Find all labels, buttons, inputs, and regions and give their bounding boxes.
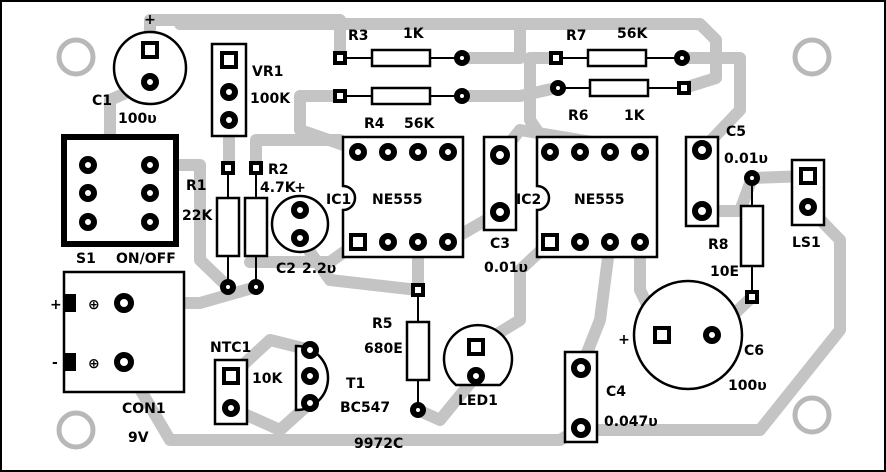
resistor-r8: R8 10E [708,170,765,304]
transistor-t1: T1 BC547 [294,341,390,416]
capacitor-c2: + C2 2.2υ [270,180,336,277]
ref-label: CON1 [122,401,166,417]
thermistor-ntc1: NTC1 10K [210,340,283,426]
resistor-r5: R5 680E [364,283,431,418]
ref-label: R7 [566,28,587,44]
ref-label: R3 [348,28,369,44]
resistor-r6: R6 1K [550,78,691,124]
mounting-hole [792,37,832,77]
value-label: 22K [182,208,213,224]
resistor-r4: R4 56K [333,86,470,132]
terminal-symbol: ⊕ [88,297,100,313]
value-label: 0.01υ [484,260,528,276]
mounting-holes [56,37,832,450]
ref-label: T1 [346,376,365,392]
ref-label: C3 [490,236,510,252]
resistor-r7: R7 56K [549,26,690,68]
mounting-hole [792,395,832,435]
speaker-connector-ls1: LS1 [790,158,826,251]
mounting-hole [56,37,96,77]
value-label: 10E [710,264,739,280]
resistor-r2: R2 4.7K [243,161,297,295]
value-label: 100υ [118,111,157,127]
value-label: 2.2υ [302,261,336,277]
ref-label: S1 [76,251,96,267]
value-label: 1K [624,108,646,124]
ref-label: R4 [364,116,385,132]
ref-label: R5 [372,316,393,332]
value-label: 680E [364,341,403,357]
capacitor-c4: C4 0.047υ [563,350,658,444]
ref-label: IC1 [326,192,351,208]
value-label: 0.01υ [724,151,768,167]
ref-label: NTC1 [210,340,251,356]
capacitor-c3: C3 0.01υ [482,135,528,276]
preset-vr1: VR1 100K [210,42,291,138]
value-label: 56K [617,26,648,42]
board-id-label: 9972C [354,436,403,452]
polarity-mark: + [618,332,630,348]
resistor-r1: R1 22K [182,161,241,295]
value-label: ON/OFF [116,251,176,267]
value-label: 100K [250,91,291,107]
ref-label: R8 [708,237,729,253]
value-label: 10K [252,371,283,387]
ref-label: C6 [744,343,764,359]
minus-label: - [52,355,58,371]
ic-ic2: IC2 NE555 [516,135,659,259]
value-label: 4.7K [260,180,297,196]
connector-con1: ⊕ ⊕ + - CON1 9V [50,270,186,446]
ref-label: C5 [726,124,746,140]
polarity-mark: + [144,12,156,28]
led-led1: LED1 [442,323,514,409]
capacitor-c1: + C1 100υ [92,12,188,127]
ref-label: R2 [268,162,289,178]
value-label: 0.047υ [604,414,658,430]
ic-ic1: IC1 NE555 [326,135,465,259]
value-label: BC547 [340,400,390,416]
resistor-r3: R3 1K [333,26,470,68]
ref-label: LED1 [458,393,498,409]
value-label: NE555 [574,192,625,208]
capacitor-c5: C5 0.01υ [684,124,768,228]
ref-label: C2 [276,261,296,277]
capacitor-c6: + C6 100υ [618,279,767,394]
value-label: NE555 [372,192,423,208]
polarity-mark: + [294,180,306,196]
value-label: 1K [403,26,425,42]
ref-label: VR1 [252,64,283,80]
ref-label: C1 [92,93,112,109]
switch-s1: S1 ON/OFF [61,134,179,267]
ref-label: LS1 [792,235,821,251]
terminal-symbol: ⊕ [88,356,100,372]
ref-label: IC2 [516,192,541,208]
ref-label: R6 [568,108,589,124]
value-label: 56K [404,116,435,132]
mounting-hole [56,410,96,450]
value-label: 100υ [728,378,767,394]
value-label: 9V [128,430,149,446]
ref-label: C4 [606,384,626,400]
ref-label: R1 [186,178,207,194]
plus-label: + [50,297,62,313]
